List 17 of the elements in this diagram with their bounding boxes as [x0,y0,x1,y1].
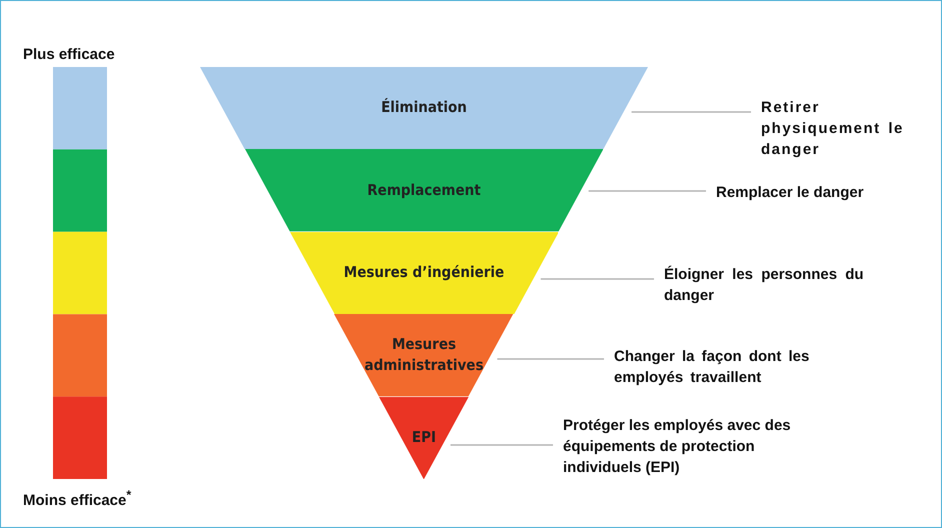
description-text: Changer la façon dont les employés travaillent [614,346,844,388]
scale-bottom-label: Moins efficace$^{*}$ [23,488,132,509]
band-label: Mesures administratives [363,334,484,376]
description-text: Éloigner les personnes du danger [664,264,894,306]
leader-line [632,111,751,113]
description-text: Protéger les employés avec des équipements de protection individuels (EPI) [563,415,803,478]
description-text: Retirer physiquement le danger [761,97,931,160]
band-label: EPI [412,426,436,448]
band-label: Remplacement [367,180,481,201]
leader-line [588,190,706,192]
leader-line [497,358,604,360]
band-label: Élimination [381,97,467,118]
leader-line [450,444,553,446]
scale-top-label: Plus efficace [23,46,115,63]
description-text: Remplacer le danger [716,182,916,203]
leader-line [540,278,654,280]
band-label: Mesures d’ingénierie [344,262,504,284]
